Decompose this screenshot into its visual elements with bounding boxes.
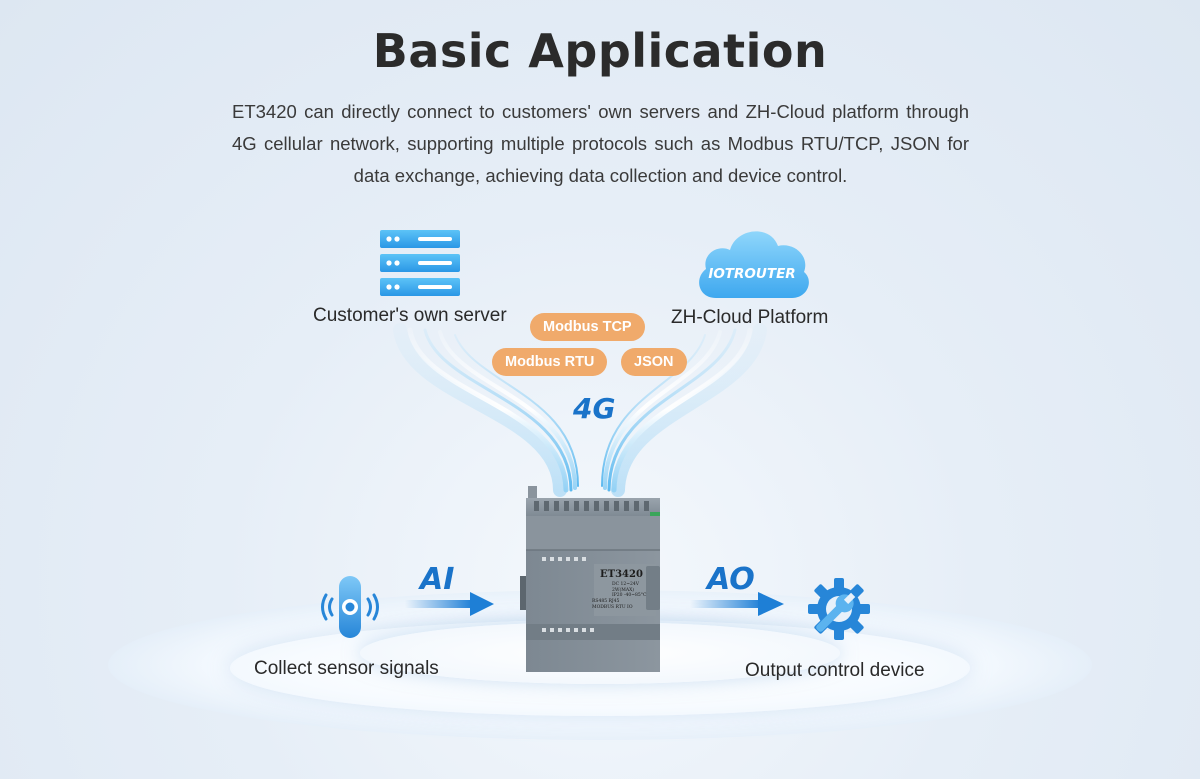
device-spec-line: DC 12~24V — [612, 582, 639, 587]
server-label: Customer's own server — [313, 305, 507, 326]
sensor-label: Collect sensor signals — [254, 658, 439, 679]
device-spec-line: MODBUS RTU IO — [592, 604, 633, 610]
device-spec-line: IP20 -40~85°C — [612, 593, 647, 598]
device-spec-line: 2W(MAX) — [612, 587, 635, 593]
ai-label: AI — [420, 562, 455, 597]
network-4g-label: 4G — [573, 392, 616, 425]
page-description: ET3420 can directly connect to customers… — [232, 101, 969, 186]
cloud-label: ZH-Cloud Platform — [671, 307, 829, 328]
page-title: Basic Application — [372, 24, 828, 78]
server-stack-icon — [380, 230, 460, 296]
protocol-pill-modbus-tcp: Modbus TCP — [530, 313, 645, 341]
ai-arrow — [405, 592, 494, 616]
device-spec-line: RS485 RJ45 — [592, 599, 620, 604]
cloud-logo-text: IOTROUTER — [708, 266, 795, 282]
output-label: Output control device — [745, 660, 925, 681]
ao-arrow — [690, 592, 784, 616]
protocol-pill-modbus-rtu: Modbus RTU — [492, 348, 608, 376]
cloud-icon: IOTROUTER — [699, 231, 809, 298]
device-model: ET3420 — [600, 569, 643, 580]
protocol-pill-json: JSON — [621, 348, 687, 376]
sensor-signal-icon — [321, 576, 379, 638]
ao-label: AO — [707, 562, 755, 597]
et3420-device: ET3420 DC 12~24V 2W(MAX) IP20 -40~85°C R… — [520, 486, 670, 674]
gear-wrench-icon — [808, 578, 870, 640]
